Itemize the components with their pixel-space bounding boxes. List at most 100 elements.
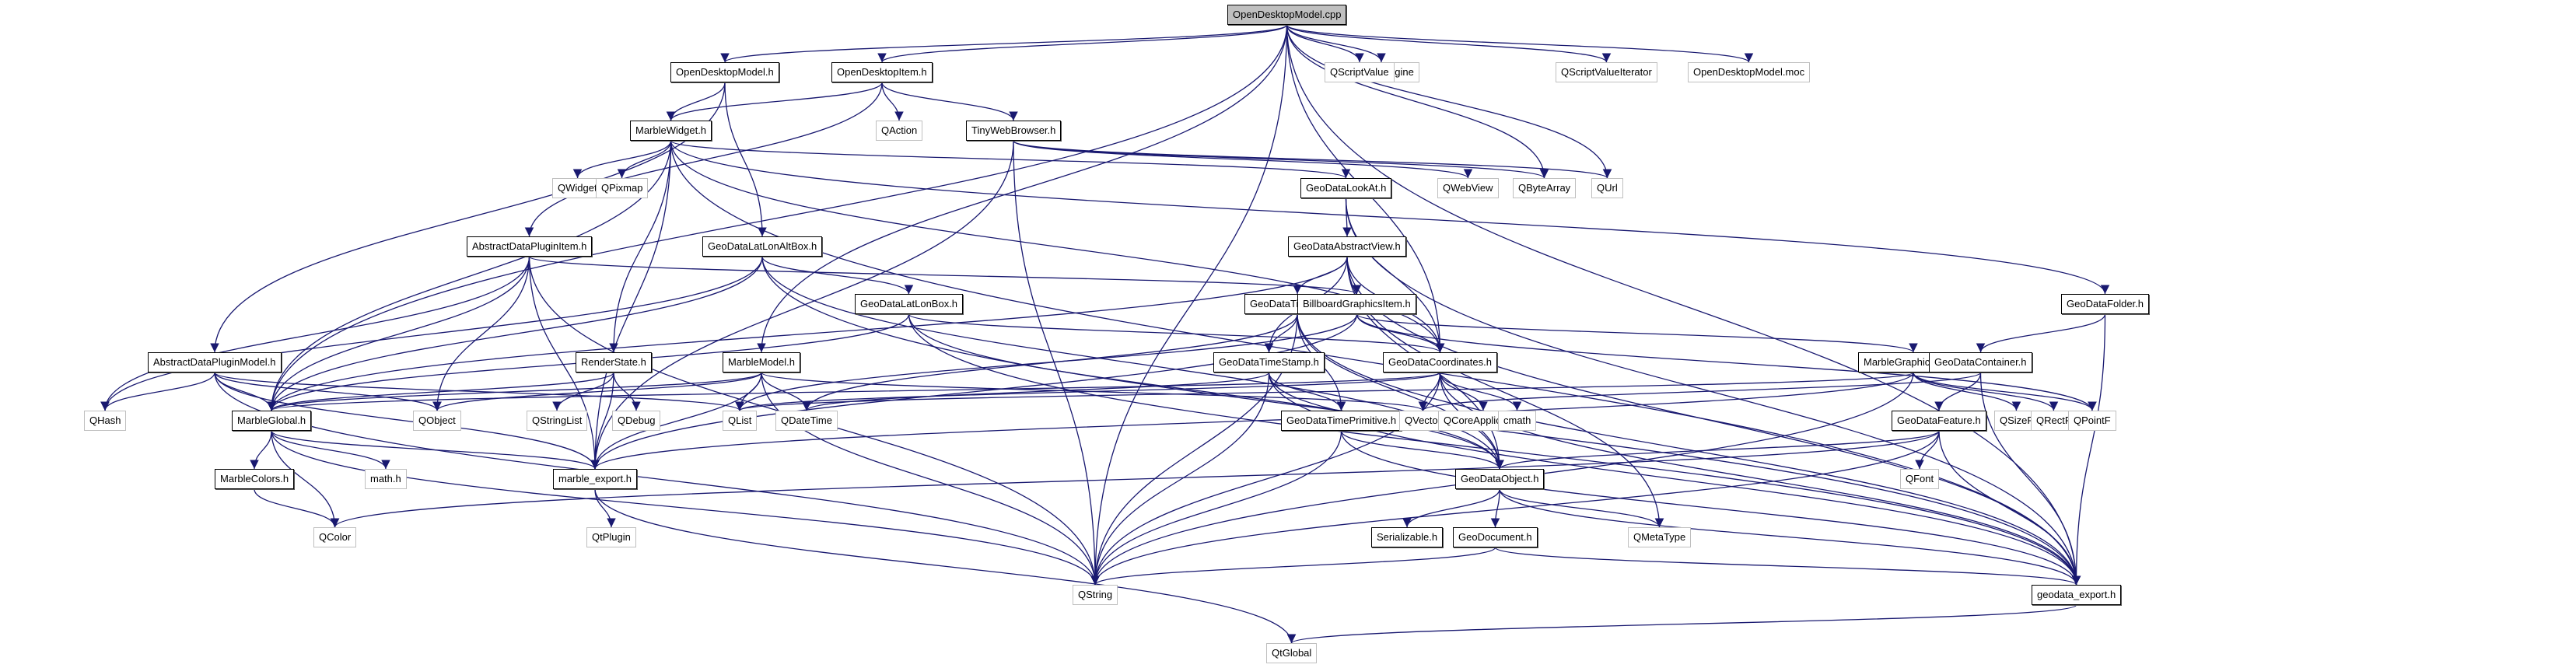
- edge-mmh-to-mexport: [590, 372, 762, 470]
- edge-gdobj-to-gddoc: [1490, 488, 1500, 528]
- node-gdfeat[interactable]: GeoDataFeature.h: [1892, 411, 1986, 431]
- node-mwh[interactable]: MarbleWidget.h: [630, 121, 712, 141]
- node-odmh[interactable]: OpenDesktopModel.h: [670, 62, 779, 82]
- node-qaction: QAction: [876, 121, 923, 141]
- node-qsvi: QScriptValueIterator: [1556, 62, 1657, 82]
- edge-mwh-to-gdla: [670, 140, 1350, 179]
- node-serial[interactable]: Serializable.h: [1371, 527, 1444, 547]
- node-gddoc[interactable]: GeoDocument.h: [1453, 527, 1538, 547]
- node-odih[interactable]: OpenDesktopItem.h: [831, 62, 933, 82]
- node-gdcont[interactable]: GeoDataContainer.h: [1929, 352, 2032, 372]
- node-gdc[interactable]: GeoDataCoordinates.h: [1383, 352, 1497, 372]
- edge-mmh-to-mgh: [267, 372, 762, 411]
- edge-root-to-mgh: [267, 24, 1288, 411]
- edge-gdfolder-to-gdcont: [1976, 313, 2106, 353]
- edge-gdfeat-to-gdexport: [1938, 430, 2081, 586]
- edge-gdcont-to-gdfeat: [1934, 372, 1982, 411]
- edge-adpm-to-qstring: [214, 372, 1100, 586]
- edge-mwh-to-qwidget: [572, 140, 672, 179]
- edge-mcolors-to-qcolor: [254, 488, 340, 528]
- edge-rsh-to-qstringlist: [552, 372, 614, 411]
- edge-rsh-to-qdebug: [613, 372, 641, 411]
- node-gdav[interactable]: GeoDataAbstractView.h: [1288, 236, 1406, 257]
- edge-mexport-to-qtplugin: [594, 488, 616, 528]
- node-qdatetime: QDateTime: [775, 411, 838, 431]
- edge-gdfeat-to-qcolor: [331, 430, 1940, 528]
- node-qpixmap: QPixmap: [596, 178, 649, 198]
- node-gdla[interactable]: GeoDataLookAt.h: [1300, 178, 1392, 198]
- node-rsh[interactable]: RenderState.h: [576, 352, 652, 372]
- edge-gdobj-to-gdexport: [1499, 488, 2081, 586]
- node-root[interactable]: OpenDesktopModel.cpp: [1227, 5, 1347, 25]
- edge-mgh-to-qcolor: [271, 430, 340, 528]
- edge-gdllab-to-mgh: [267, 256, 763, 411]
- edge-mgi-to-qrectf: [1913, 372, 2059, 411]
- edge-odmh-to-gdllab: [724, 82, 767, 237]
- edge-mgi-to-mexport: [590, 372, 1914, 470]
- edge-gdav-to-gdexport: [1346, 256, 2081, 586]
- node-qdebug: QDebug: [612, 411, 661, 431]
- edge-root-to-qsv: [1286, 24, 1364, 63]
- edge-gdts-to-gdtst: [1264, 313, 1298, 353]
- edge-gdtp-to-qstring: [1090, 430, 1342, 586]
- node-qcolor: QColor: [313, 527, 357, 547]
- edge-gdc-to-qlist: [735, 372, 1441, 411]
- edge-adpi-to-qobject: [432, 256, 530, 411]
- node-qstring: QString: [1073, 585, 1118, 605]
- edge-bgi-to-qpointf: [1356, 313, 2097, 411]
- node-adpi[interactable]: AbstractDataPluginItem.h: [467, 236, 593, 257]
- edge-root-to-gdexport: [1286, 24, 2081, 586]
- node-mcolors[interactable]: MarbleColors.h: [215, 469, 295, 489]
- edge-root-to-odmh: [720, 24, 1288, 63]
- edge-gdllb-to-gdc: [908, 313, 1445, 353]
- node-gdexport[interactable]: geodata_export.h: [2032, 585, 2122, 605]
- node-gdfolder[interactable]: GeoDataFolder.h: [2061, 294, 2150, 314]
- edge-bgi-to-mgi: [1356, 313, 1918, 353]
- node-gdllab[interactable]: GeoDataLatLonAltBox.h: [702, 236, 823, 257]
- edge-mgi-to-qpointf: [1913, 372, 2097, 411]
- edge-gdtp-to-gdobj: [1340, 430, 1504, 470]
- edge-adpm-to-qhash: [100, 372, 215, 411]
- node-mexport[interactable]: marble_export.h: [553, 469, 637, 489]
- node-gdobj[interactable]: GeoDataObject.h: [1455, 469, 1545, 489]
- node-cmath: cmath: [1498, 411, 1537, 431]
- edge-odih-to-adpi: [524, 82, 883, 237]
- edge-gdfeat-to-gdobj: [1495, 430, 1940, 470]
- edge-root-to-odih: [877, 24, 1288, 63]
- edge-odih-to-qaction: [881, 82, 904, 121]
- node-gdllb[interactable]: GeoDataLatLonBox.h: [855, 294, 964, 314]
- edge-root-to-qbytearray: [1286, 24, 1549, 179]
- node-mmh[interactable]: MarbleModel.h: [723, 352, 800, 372]
- node-twb[interactable]: TinyWebBrowser.h: [966, 121, 1062, 141]
- node-qobject: QObject: [413, 411, 461, 431]
- edge-twb-to-qwebview: [1013, 140, 1473, 179]
- node-adpm[interactable]: AbstractDataPluginModel.h: [148, 352, 282, 372]
- node-gdtst[interactable]: GeoDataTimeStamp.h: [1213, 352, 1325, 372]
- node-qwidget: QWidget: [552, 178, 603, 198]
- node-qtglobal: QtGlobal: [1266, 643, 1318, 663]
- edge-gdobj-to-serial: [1402, 488, 1500, 528]
- node-bgi[interactable]: BillboardGraphicsItem.h: [1297, 294, 1416, 314]
- node-qwebview: QWebView: [1437, 178, 1499, 198]
- edge-gdexport-to-qtglobal: [1287, 604, 2077, 644]
- edge-gdllab-to-gdllb: [761, 256, 914, 295]
- edge-rsh-to-mgh: [267, 372, 614, 411]
- node-qbytearray: QByteArray: [1513, 178, 1577, 198]
- node-qlist: QList: [723, 411, 758, 431]
- edge-root-to-mmh: [757, 24, 1288, 353]
- edge-gdllb-to-gdobj: [908, 313, 1504, 470]
- edge-adpm-to-qobject: [214, 372, 442, 411]
- edge-gdfolder-to-gdexport: [2071, 313, 2106, 586]
- node-qtplugin: QtPlugin: [586, 527, 636, 547]
- node-mgh[interactable]: MarbleGlobal.h: [232, 411, 312, 431]
- node-qpointf: QPointF: [2068, 411, 2116, 431]
- edge-gdfeat-to-qstring: [1090, 430, 1940, 586]
- node-qfont: QFont: [1900, 469, 1940, 489]
- edge-gddoc-to-qstring: [1090, 547, 1496, 586]
- edge-mgh-to-mexport: [271, 430, 600, 470]
- edge-odih-to-twb: [881, 82, 1018, 121]
- edge-adpi-to-bgi: [528, 256, 1361, 295]
- edge-mwh-to-mexport: [590, 140, 672, 470]
- node-gdtp[interactable]: GeoDataTimePrimitive.h: [1281, 411, 1402, 431]
